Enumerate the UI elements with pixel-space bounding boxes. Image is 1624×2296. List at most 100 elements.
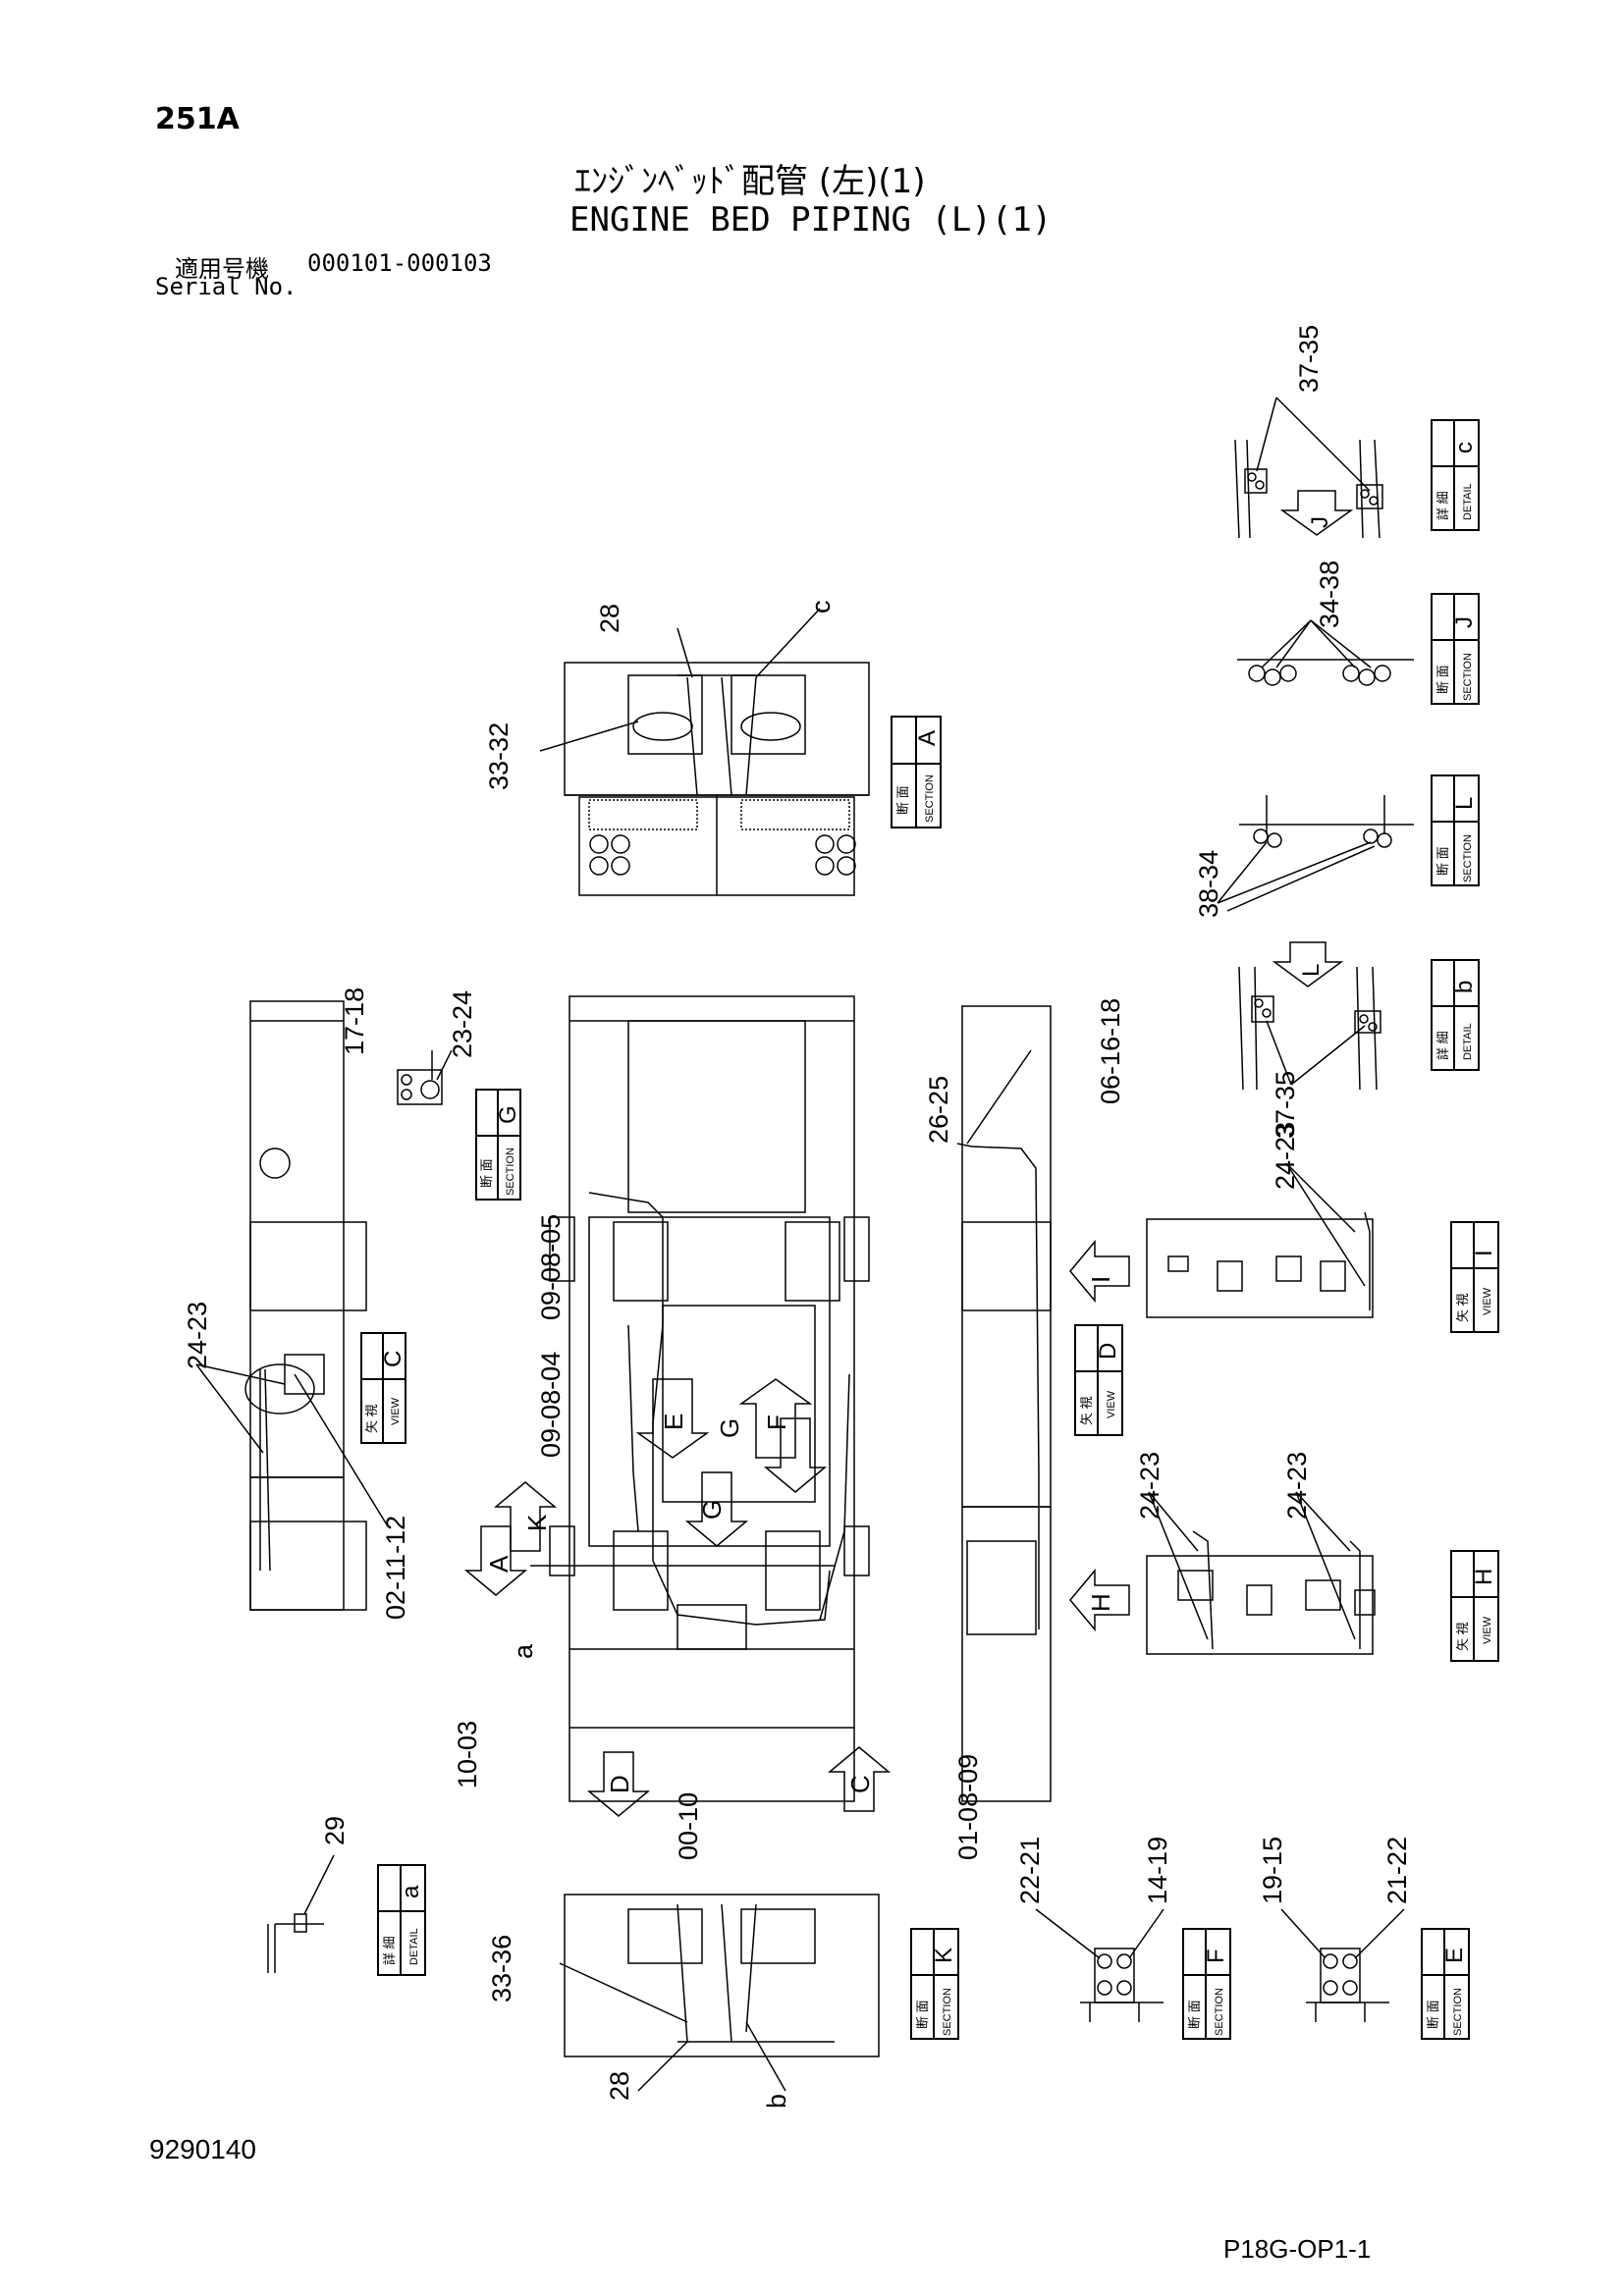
svg-text:断 面: 断 面 [1435, 665, 1450, 694]
main-plan-view [530, 995, 870, 1802]
callout-28-a: 28 [595, 604, 624, 633]
svg-text:SECTION: SECTION [942, 1988, 953, 2036]
view-c-tag: 矢 視 VIEW C [360, 1332, 406, 1444]
svg-text:矢 視: 矢 視 [1079, 1396, 1094, 1425]
c-arrow-label: C [845, 1775, 875, 1793]
title-japanese: ｴﾝｼﾞﾝﾍﾞｯﾄﾞ配管 (左)(1) [574, 162, 926, 201]
callout-02-11-12: 02-11-12 [381, 1516, 410, 1620]
callout-24-23-i: 24-23 [1271, 1122, 1300, 1190]
svg-text:G: G [495, 1105, 521, 1124]
callout-33-32: 33-32 [484, 722, 514, 790]
document-number: 9290140 [149, 2134, 257, 2164]
callout-37-35: 37-35 [1294, 325, 1324, 393]
detail-c-view [1234, 397, 1383, 539]
callout-23-24: 23-24 [448, 990, 477, 1058]
svg-text:F: F [1203, 1949, 1229, 1963]
callout-c-a: c [806, 601, 836, 614]
section-l-view [1217, 795, 1414, 912]
view-d-side-view [956, 1005, 1052, 1802]
detail-a-tag: 詳 細 DETAIL a [377, 1864, 426, 1976]
a-arrow-label: A [484, 1555, 514, 1573]
view-d-tag: 矢 視 VIEW D [1074, 1324, 1123, 1436]
svg-text:a: a [398, 1885, 424, 1898]
h-arrow-label: H [1086, 1593, 1115, 1612]
callout-24-23-h2: 24-23 [1282, 1452, 1312, 1520]
svg-text:SECTION: SECTION [924, 774, 936, 823]
l-arrow-shape [1272, 941, 1344, 988]
svg-text:SECTION: SECTION [1462, 653, 1474, 701]
svg-text:I: I [1471, 1250, 1497, 1256]
f-arrow-label: F [762, 1415, 791, 1430]
callout-34-38: 34-38 [1315, 561, 1344, 628]
g-arrow1-label: G [715, 1418, 744, 1438]
svg-text:SECTION: SECTION [1214, 1988, 1225, 2036]
section-a-tag: 断 面 SECTION A [891, 716, 942, 828]
d-arrow-shape [586, 1751, 651, 1817]
a-arrow-shape [463, 1525, 528, 1596]
callout-17-18: 17-18 [340, 988, 369, 1055]
section-g-tag: 断 面 SECTION G [475, 1089, 521, 1201]
callout-a: a [509, 1643, 538, 1659]
callout-09-08-05: 09-08-05 [536, 1214, 566, 1320]
detail-c-tag: 詳 細 DETAIL c [1431, 419, 1480, 531]
detail-b-view [1238, 941, 1381, 1091]
svg-text:E: E [1441, 1948, 1468, 1963]
view-h-view [1146, 1491, 1376, 1655]
j-arrow-shape [1279, 490, 1354, 536]
view-i-view [1146, 1162, 1374, 1318]
detail-a-view [267, 1854, 335, 1973]
g-arrow2-shape [684, 1471, 749, 1547]
callout-01-08-09: 01-08-09 [953, 1754, 983, 1860]
callout-14-19: 14-19 [1143, 1837, 1172, 1904]
svg-text:A: A [914, 730, 941, 746]
section-k-tag: 断 面 SECTION K [910, 1928, 959, 2040]
section-e-tag: 断 面 SECTION E [1421, 1928, 1470, 2040]
section-k-view [559, 1894, 880, 2092]
svg-text:矢 視: 矢 視 [1455, 1293, 1470, 1322]
title-english: ENGINE BED PIPING (L)(1) [569, 200, 1053, 240]
svg-text:断 面: 断 面 [895, 785, 910, 815]
section-e-view [1280, 1908, 1405, 2022]
callout-00-10: 00-10 [674, 1792, 703, 1860]
svg-text:SECTION: SECTION [505, 1148, 516, 1196]
svg-text:断 面: 断 面 [915, 2000, 930, 2029]
svg-text:VIEW: VIEW [390, 1397, 402, 1425]
i-arrow-shape [1069, 1239, 1130, 1304]
svg-text:断 面: 断 面 [1187, 2000, 1202, 2029]
serial-label-japanese: 適用号機 [175, 255, 269, 283]
callout-24-23-c: 24-23 [183, 1302, 212, 1369]
k-arrow-shape [493, 1481, 558, 1552]
svg-text:c: c [1451, 442, 1478, 454]
detail-b-tag: 詳 細 DETAIL b [1431, 959, 1480, 1071]
view-i-tag: 矢 視 VIEW I [1450, 1221, 1499, 1333]
page-code: P18G-OP1-1 [1223, 2234, 1372, 2264]
callout-09-08-04: 09-08-04 [536, 1352, 566, 1458]
i-arrow-label: I [1086, 1276, 1115, 1283]
callout-21-22-e: 21-22 [1382, 1837, 1412, 1904]
callout-b: b [762, 2094, 791, 2109]
callout-24-23-h1: 24-23 [1135, 1452, 1164, 1520]
page-id: 251A [155, 102, 240, 136]
f-arrow-shape [738, 1378, 813, 1459]
callout-33-36: 33-36 [487, 1935, 516, 2002]
callouts: 37-35 34-38 38-34 37-35 28 c 33-32 17-18… [183, 325, 1412, 2109]
section-j-tag: 断 面 SECTION J [1431, 593, 1480, 705]
callout-38-34: 38-34 [1194, 850, 1223, 918]
svg-text:C: C [380, 1351, 406, 1367]
j-arrow-label: J [1307, 516, 1333, 528]
svg-text:詳 細: 詳 細 [1435, 1031, 1450, 1060]
svg-text:DETAIL: DETAIL [408, 1928, 420, 1965]
svg-text:D: D [1095, 1343, 1121, 1360]
callout-37-35-b: 37-35 [1271, 1071, 1300, 1139]
callout-26-25: 26-25 [924, 1076, 953, 1144]
callout-19-15: 19-15 [1258, 1837, 1287, 1904]
svg-text:矢 視: 矢 視 [364, 1404, 379, 1433]
callout-22-21-f: 22-21 [1015, 1837, 1045, 1904]
svg-text:断 面: 断 面 [1435, 846, 1450, 876]
section-a-view [539, 608, 870, 896]
l-arrow-label: L [1298, 964, 1325, 977]
svg-text:DETAIL: DETAIL [1462, 1023, 1474, 1060]
svg-text:H: H [1471, 1569, 1497, 1585]
svg-text:J: J [1451, 616, 1478, 628]
